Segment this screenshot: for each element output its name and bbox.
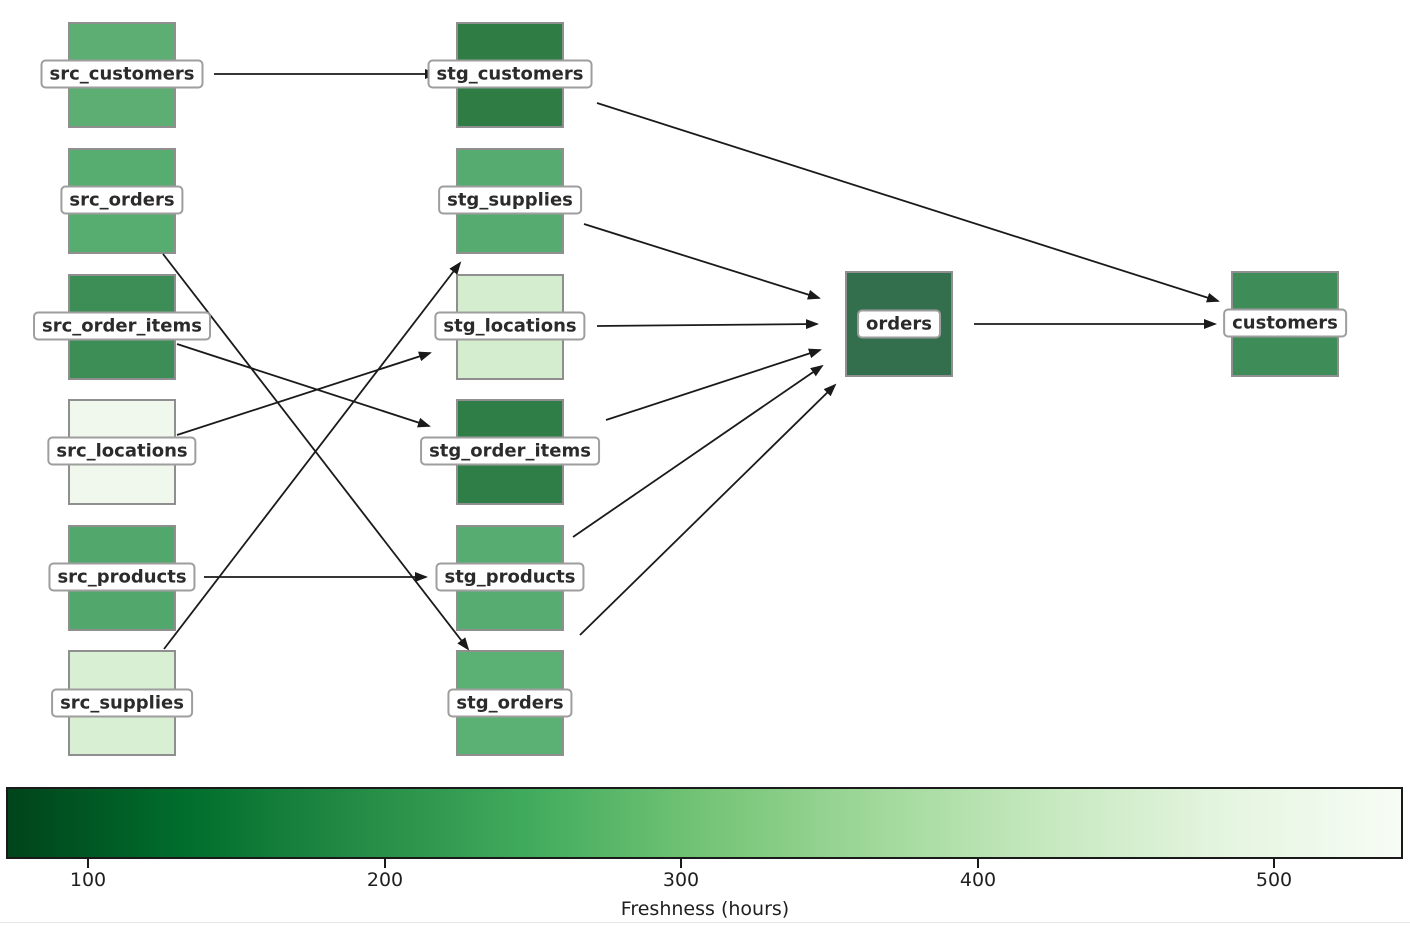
node-label-stg_customers: stg_customers	[427, 59, 593, 89]
edge-stg_products-to-orders	[572, 364, 824, 538]
edge-stg_order_items-to-orders	[605, 348, 822, 421]
colorbar-gradient	[6, 787, 1403, 859]
colorbar-tick-400	[977, 859, 979, 868]
colorbar-tick-label-100: 100	[69, 869, 107, 891]
colorbar-tick-300	[680, 859, 682, 868]
node-label-stg_order_items: stg_order_items	[420, 436, 600, 466]
node-label-src_order_items: src_order_items	[33, 311, 211, 341]
edge-stg_customers-to-customers	[596, 102, 1220, 303]
edge-src_order_items-to-stg_order_items	[176, 343, 431, 428]
colorbar-tick-label-300: 300	[662, 869, 700, 891]
figure-bottom-rule	[0, 922, 1410, 923]
node-label-src_supplies: src_supplies	[51, 688, 193, 718]
colorbar-tick-200	[384, 859, 386, 868]
edge-stg_supplies-to-orders	[583, 223, 821, 300]
colorbar-axis-label: Freshness (hours)	[620, 898, 790, 920]
colorbar-tick-label-500: 500	[1255, 869, 1293, 891]
node-label-stg_orders: stg_orders	[447, 688, 573, 718]
node-label-stg_locations: stg_locations	[434, 311, 586, 341]
node-label-src_orders: src_orders	[60, 185, 184, 215]
colorbar-tick-label-400: 400	[959, 869, 997, 891]
edge-src_supplies-to-stg_supplies	[163, 261, 462, 650]
node-label-orders: orders	[857, 309, 941, 339]
edge-src_locations-to-stg_locations	[176, 351, 432, 436]
edge-stg_locations-to-orders	[596, 319, 819, 330]
colorbar-tick-500	[1273, 859, 1275, 868]
edge-stg_orders-to-orders	[579, 383, 837, 636]
node-label-stg_supplies: stg_supplies	[438, 185, 582, 215]
node-label-src_customers: src_customers	[40, 59, 204, 89]
node-label-src_locations: src_locations	[47, 436, 197, 466]
colorbar-tick-100	[87, 859, 89, 868]
colorbar-tick-label-200: 200	[366, 869, 404, 891]
node-label-customers: customers	[1223, 308, 1347, 338]
node-label-stg_products: stg_products	[435, 562, 585, 592]
node-label-src_products: src_products	[48, 562, 196, 592]
